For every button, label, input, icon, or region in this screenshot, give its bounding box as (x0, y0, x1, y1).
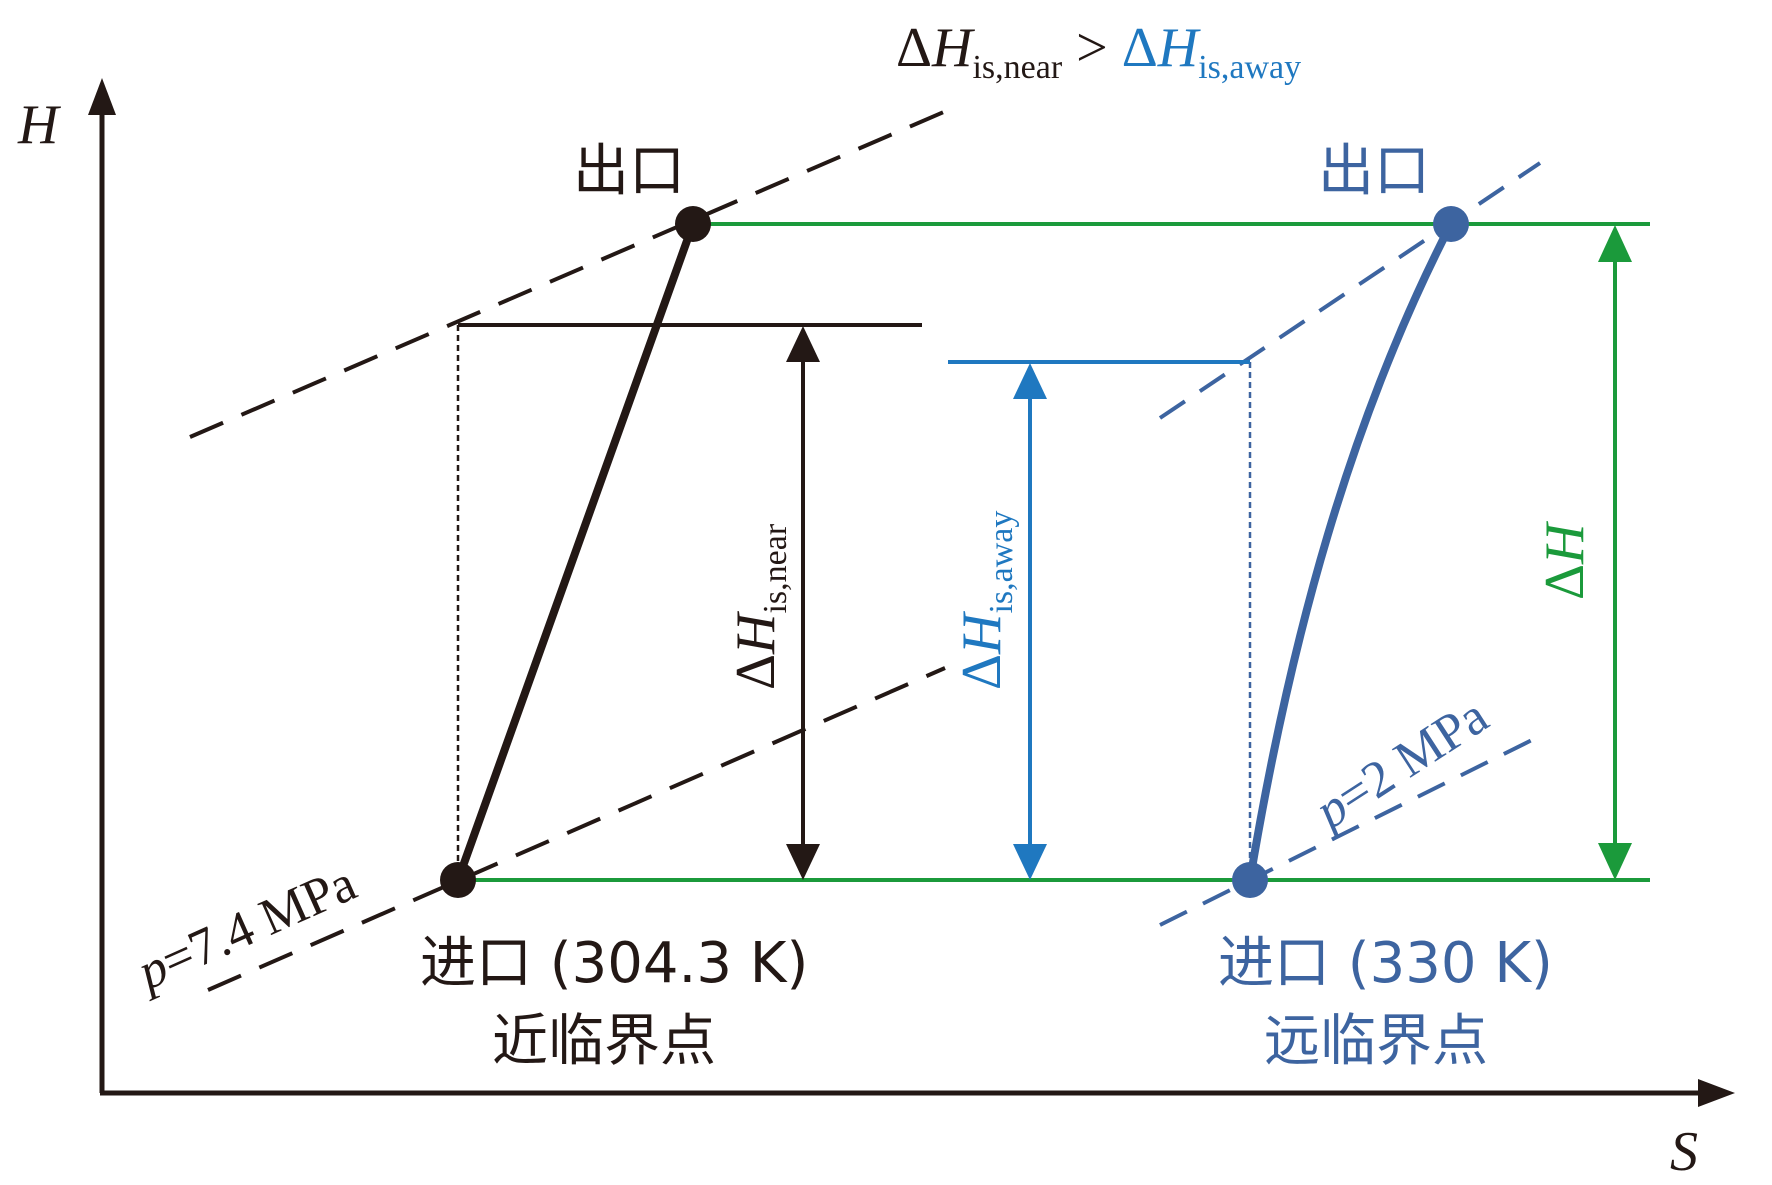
away-isentropic-ref (948, 360, 1252, 880)
away-arrow-up-icon (1013, 363, 1047, 399)
near-process-line (454, 222, 697, 882)
away-point-label: 远临界点 (1264, 1009, 1488, 1074)
near-point-label: 近临界点 (492, 1009, 716, 1074)
y-axis-label: H (17, 94, 61, 156)
away-delta-arrow (1013, 363, 1047, 880)
away-outlet-label: 出口 (1318, 139, 1430, 204)
near-inlet-label: 进口 (304.3 K) (420, 931, 808, 996)
away-isobars (1158, 161, 1542, 927)
near-isobars (189, 106, 954, 992)
total-arrow-up-icon (1598, 225, 1632, 262)
near-inlet-isobar (207, 666, 946, 992)
near-delta-label: ΔHis,near (725, 523, 794, 690)
near-arrow-down-icon (786, 844, 820, 880)
near-delta-arrow (786, 326, 820, 880)
away-inlet-label: 进口 (330 K) (1218, 931, 1553, 996)
green-levels (460, 222, 1650, 882)
total-arrow-down-icon (1598, 843, 1632, 880)
near-pressure-label: p=7.4 MPa (126, 855, 364, 1003)
near-outlet-label: 出口 (573, 139, 685, 204)
away-outlet-point (1433, 206, 1469, 242)
x-axis-label: S (1670, 1121, 1698, 1183)
axes: H S (17, 78, 1735, 1183)
y-axis-arrow-icon (88, 78, 116, 115)
title-inequality: ΔHis,near > ΔHis,away (896, 17, 1301, 86)
x-axis-arrow-icon (1698, 1079, 1735, 1107)
near-inlet-point (440, 862, 476, 898)
near-outlet-point (675, 206, 711, 242)
away-outlet-isobar (1158, 161, 1542, 420)
near-isentropic-ref (456, 323, 922, 880)
away-delta-label: ΔHis,away (951, 511, 1020, 690)
total-delta-arrow (1598, 225, 1632, 880)
near-outlet-isobar (189, 106, 954, 439)
away-inlet-isobar (1159, 734, 1541, 927)
near-arrow-up-icon (786, 326, 820, 362)
away-arrow-down-icon (1013, 844, 1047, 880)
away-pressure-label: p=2 MPa (1302, 687, 1498, 842)
away-process-curve (1246, 222, 1455, 881)
away-inlet-point (1232, 862, 1268, 898)
total-delta-label: ΔH (1534, 521, 1596, 600)
